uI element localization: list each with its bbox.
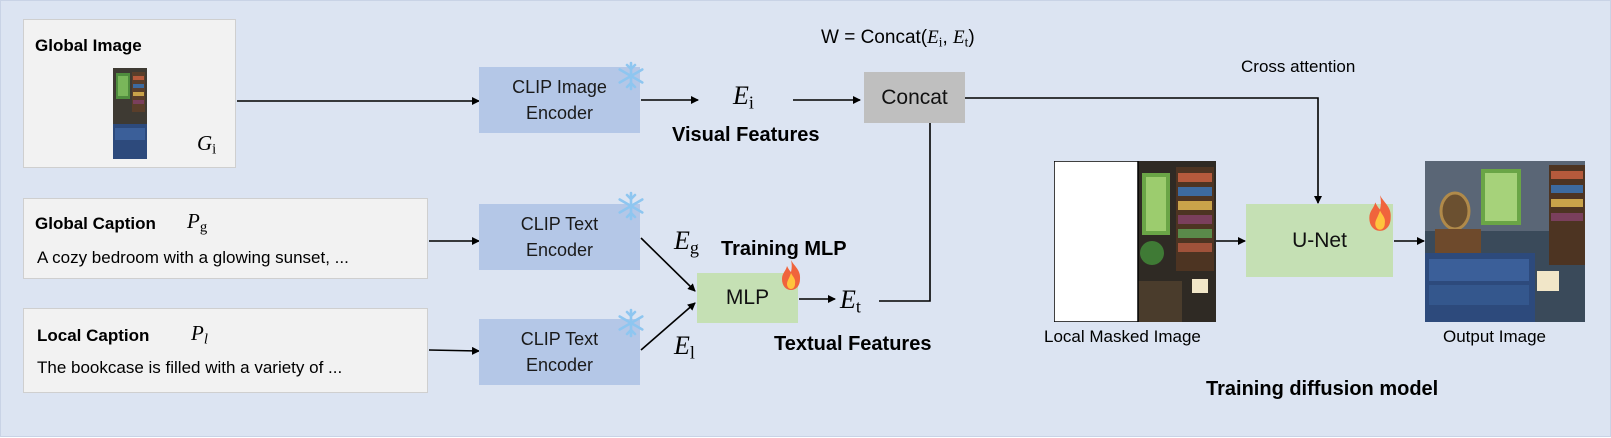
mlp-label: MLP bbox=[725, 286, 770, 309]
concat-block: Concat bbox=[864, 72, 965, 123]
feature-et: Et bbox=[840, 285, 861, 317]
global-image-title: Global Image bbox=[35, 36, 142, 55]
feature-ei: Ei bbox=[733, 81, 754, 113]
output-image bbox=[1425, 161, 1585, 322]
training-diffusion-label: Training diffusion model bbox=[1206, 378, 1439, 400]
cross-attention-label: Cross attention bbox=[1241, 57, 1356, 76]
encoder-label-line2: Encoder bbox=[525, 103, 594, 123]
encoder-label-line1: CLIP Text bbox=[520, 329, 599, 349]
textual-features-label: Textual Features bbox=[774, 333, 932, 355]
encoder-label-line1: CLIP Image bbox=[512, 77, 607, 97]
local-caption-title: Local Caption bbox=[37, 326, 150, 345]
unet-block: U-Net bbox=[1246, 204, 1393, 277]
concat-label: Concat bbox=[881, 85, 948, 109]
feature-eg: Eg bbox=[674, 226, 699, 258]
feature-el: El bbox=[674, 331, 695, 363]
arrow-local-caption-to-text-encoder bbox=[428, 346, 480, 355]
arrow-el-to-mlp bbox=[640, 302, 696, 351]
global-caption-title: Global Caption bbox=[35, 214, 156, 233]
fire-icon bbox=[1369, 195, 1391, 231]
concat-formula: W = Concat(Ei, Et) bbox=[821, 27, 975, 50]
local-caption-text: The bookcase is filled with a variety of… bbox=[37, 358, 343, 377]
global-caption-panel bbox=[23, 198, 428, 279]
arrow-eg-to-mlp bbox=[640, 237, 696, 292]
arrow-concat-to-unet bbox=[965, 97, 1322, 204]
global-caption-symbol: Pg bbox=[187, 209, 208, 236]
global-caption-text: A cozy bedroom with a glowing sunset, ..… bbox=[37, 248, 349, 267]
unet-label: U-Net bbox=[1292, 228, 1347, 252]
snowflake-icon bbox=[618, 61, 644, 91]
output-image-label: Output Image bbox=[1443, 327, 1547, 346]
global-image-symbol: Gi bbox=[197, 131, 217, 158]
global-image-thumbnail bbox=[113, 68, 147, 159]
snowflake-icon bbox=[618, 308, 644, 338]
mlp-block: MLP bbox=[697, 273, 798, 323]
encoder-label-line2: Encoder bbox=[525, 355, 594, 375]
encoder-label-line2: Encoder bbox=[525, 240, 594, 260]
arrow-et-to-concat bbox=[879, 114, 934, 302]
visual-features-label: Visual Features bbox=[672, 124, 820, 146]
local-masked-image-label: Local Masked Image bbox=[1044, 327, 1201, 346]
local-masked-image bbox=[1054, 161, 1216, 322]
local-caption-symbol: Pl bbox=[191, 321, 208, 348]
training-mlp-label: Training MLP bbox=[721, 238, 847, 260]
fire-icon bbox=[782, 260, 801, 290]
local-caption-panel bbox=[23, 308, 428, 393]
snowflake-icon bbox=[618, 191, 644, 221]
encoder-label-line1: CLIP Text bbox=[520, 214, 599, 234]
